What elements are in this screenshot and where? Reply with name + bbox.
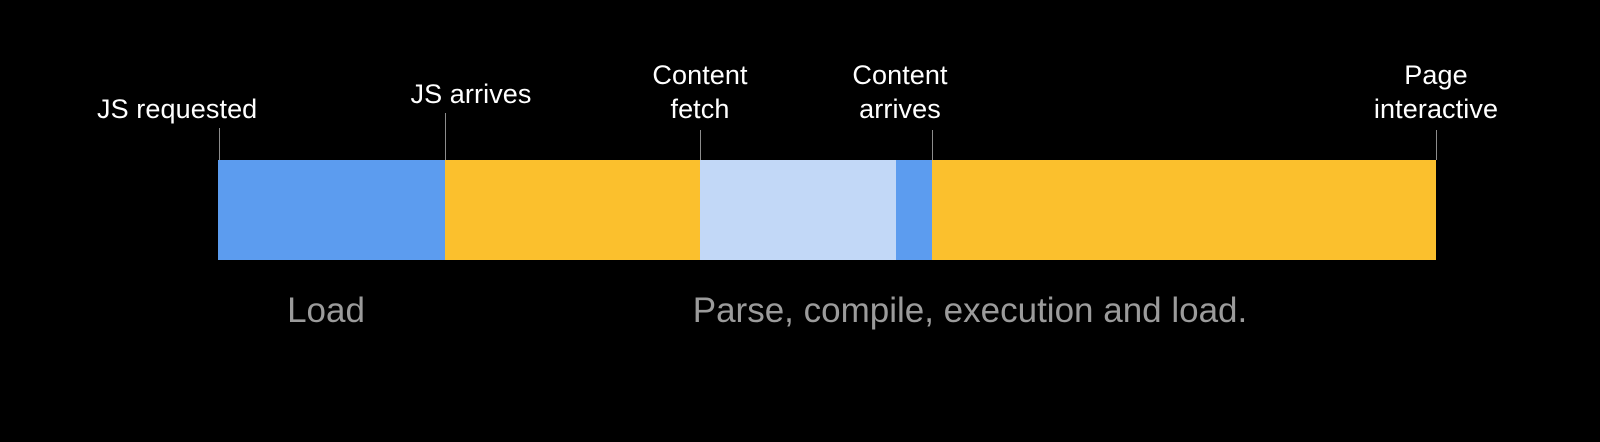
marker-label-line: Content bbox=[852, 60, 948, 90]
tick-content-arrives bbox=[932, 130, 933, 160]
phase-caption-text: Parse, compile, execution and load. bbox=[692, 291, 1248, 330]
marker-label-line: JS arrives bbox=[410, 79, 532, 109]
bar-segment-parse-compile-2 bbox=[932, 160, 1436, 260]
tick-js-arrives bbox=[445, 113, 446, 160]
phase-caption-text: Load bbox=[287, 291, 365, 330]
marker-label-line: Content bbox=[652, 60, 748, 90]
tick-page-interactive bbox=[1436, 130, 1437, 160]
timeline-bar bbox=[218, 160, 1436, 260]
phase-caption-load: Load bbox=[0, 290, 776, 332]
marker-label-line: fetch bbox=[670, 94, 730, 124]
marker-label-line: JS requested bbox=[97, 94, 258, 124]
marker-label-line: arrives bbox=[859, 94, 941, 124]
marker-label-content-arrives: Content arrives bbox=[770, 58, 1030, 126]
tick-content-fetch bbox=[700, 130, 701, 160]
marker-label-line: Page bbox=[1404, 60, 1468, 90]
bar-segment-content-load bbox=[896, 160, 932, 260]
bar-segment-load bbox=[218, 160, 445, 260]
marker-label-js-requested: JS requested bbox=[97, 92, 257, 126]
bar-segment-content-waiting bbox=[700, 160, 896, 260]
marker-label-line: interactive bbox=[1373, 94, 1499, 124]
phase-caption-parse: Parse, compile, execution and load. bbox=[520, 290, 1420, 332]
tick-js-requested bbox=[219, 128, 220, 160]
bar-segment-parse-compile-1 bbox=[445, 160, 700, 260]
marker-label-js-arrives: JS arrives bbox=[341, 77, 601, 111]
marker-label-page-interactive: Page interactive bbox=[1306, 58, 1566, 126]
marker-label-content-fetch: Content fetch bbox=[570, 58, 830, 126]
